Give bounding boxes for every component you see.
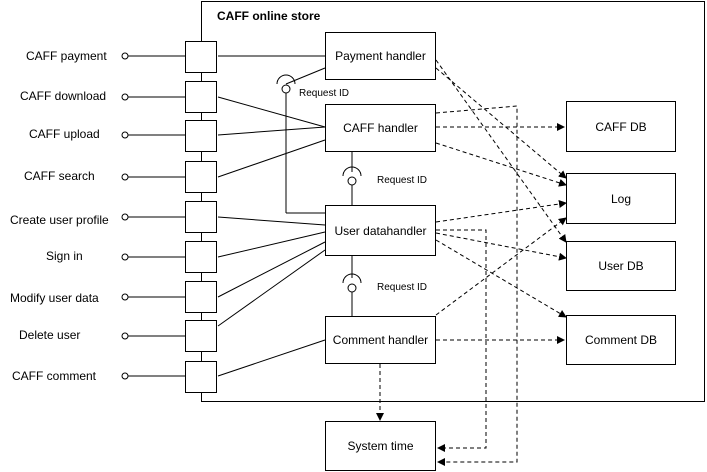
port-caff-search [185,161,217,193]
system-time-component: System time [325,421,436,471]
comment-db-store: Comment DB [566,315,676,365]
label-caff-comment: CAFF comment [12,369,97,383]
port-caff-download [185,81,217,113]
port-links [217,55,326,377]
request-id-interfaces [276,67,362,316]
user-db-store: User DB [566,241,676,291]
port-caff-payment [185,41,217,73]
payment-handler-component: Payment handler [325,32,436,80]
label-create-user-profile: Create user profile [10,213,109,227]
port-caff-comment [185,361,217,393]
container-title: CAFF online store [217,9,321,23]
label-delete-user: Delete user [19,328,81,342]
caff-db-store: CAFF DB [566,101,676,152]
comment-handler-component: Comment handler [325,316,436,364]
label-caff-payment: CAFF payment [26,49,107,63]
label-caff-download: CAFF download [20,89,107,103]
port-sign-in [185,241,217,273]
dependency-arrows [376,59,567,466]
port-modify-user-data [185,281,217,313]
log-store: Log [566,173,676,224]
request-id-label: Request ID [299,88,350,99]
port-delete-user [185,320,217,352]
label-caff-upload: CAFF upload [29,127,100,141]
request-id-label: Request ID [377,282,428,293]
caff-handler-component: CAFF handler [325,104,436,152]
label-sign-in: Sign in [46,249,83,263]
request-id-label: Request ID [377,175,428,186]
port-create-user-profile [185,201,217,233]
label-caff-search: CAFF search [24,169,95,183]
user-datahandler-component: User datahandler [325,205,436,256]
external-lines [121,52,185,380]
port-caff-upload [185,120,217,152]
label-modify-user-data: Modify user data [10,291,99,305]
